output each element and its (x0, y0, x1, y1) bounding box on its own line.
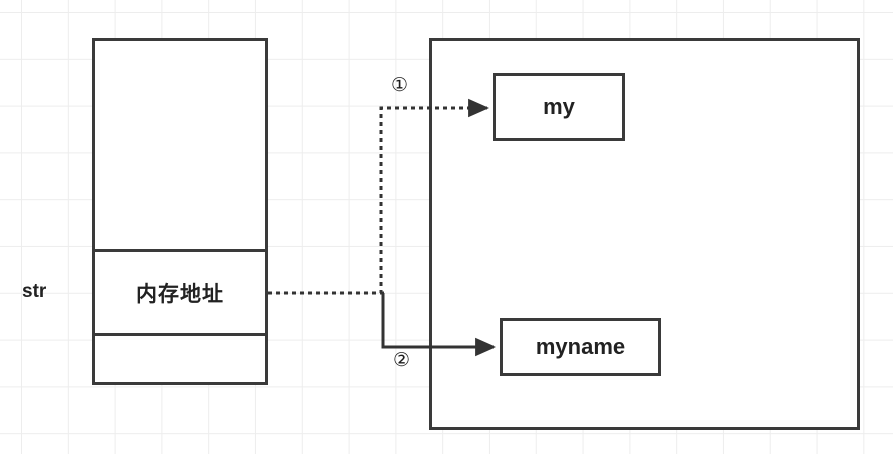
step-marker-2: ② (393, 349, 411, 371)
memory-cell-top (95, 41, 265, 249)
object-box-myname-label: myname (535, 334, 626, 359)
object-box-myname: myname (500, 318, 661, 376)
memory-cell-bottom (95, 336, 265, 382)
object-box-my: my (493, 73, 625, 141)
memory-address-label: 内存地址 (136, 282, 224, 306)
variable-name-label: str (22, 281, 47, 302)
memory-table: 内存地址 (92, 38, 268, 385)
memory-cell-address: 内存地址 (95, 249, 265, 336)
object-box-my-label: my (543, 94, 575, 119)
step-marker-1: ① (391, 74, 409, 96)
